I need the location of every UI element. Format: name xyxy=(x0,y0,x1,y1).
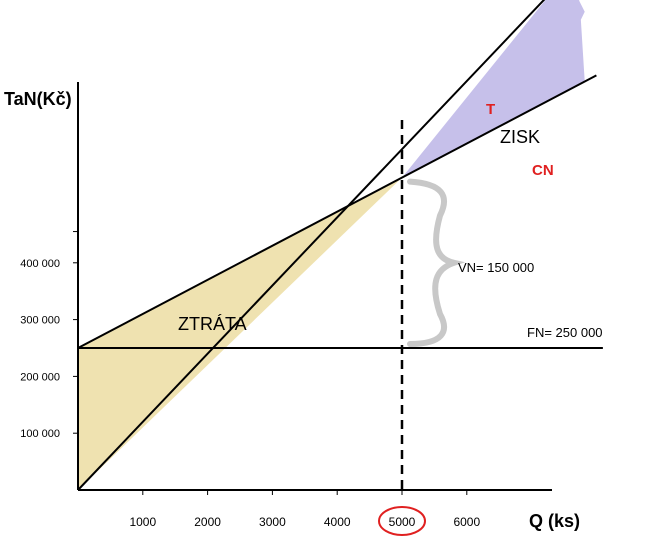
x-axis-title: Q (ks) xyxy=(529,511,580,531)
region-zisk xyxy=(402,0,585,178)
series-line-cn xyxy=(77,74,597,349)
ticks-layer: 1000 2000 3000 4000 5000 6000 100 000 200 000 30… xyxy=(20,231,480,536)
series-label-cn: CN xyxy=(532,162,554,179)
x-tick-label-2000: 2000 xyxy=(194,515,221,529)
lines-layer xyxy=(77,0,603,491)
series-line-t xyxy=(77,0,546,491)
x-tick-label-1000: 1000 xyxy=(129,515,156,529)
series-label-fn: FN= 250 000 xyxy=(527,325,603,340)
regions-layer xyxy=(78,0,585,490)
x-tick-label-4000: 4000 xyxy=(324,515,351,529)
region-label-ztrata: ZTRÁTA xyxy=(178,314,247,334)
labels-layer: TaN(Kč) Q (ks) T CN FN= 250 000 ZTRÁTA ZISK VN=… xyxy=(4,89,603,531)
axes-layer xyxy=(77,82,552,491)
y-tick-label-200000: 200 000 xyxy=(20,371,60,383)
region-label-zisk: ZISK xyxy=(500,127,540,147)
y-axis-title: TaN(Kč) xyxy=(4,89,72,109)
region-ztr-ta xyxy=(78,177,402,490)
x-tick-label-6000: 6000 xyxy=(453,515,480,529)
vn-annotation: VN= 150 000 xyxy=(458,260,534,275)
x-tick-label-3000: 3000 xyxy=(259,515,286,529)
highlight-5000-ellipse xyxy=(378,506,426,536)
y-tick-label-400000: 400 000 xyxy=(20,258,60,270)
vn-brace xyxy=(407,178,466,347)
series-label-t: T xyxy=(486,101,495,118)
y-tick-label-300000: 300 000 xyxy=(20,315,60,327)
y-tick-label-100000: 100 000 xyxy=(20,428,60,440)
x-tick-label-5000: 5000 xyxy=(389,515,416,529)
